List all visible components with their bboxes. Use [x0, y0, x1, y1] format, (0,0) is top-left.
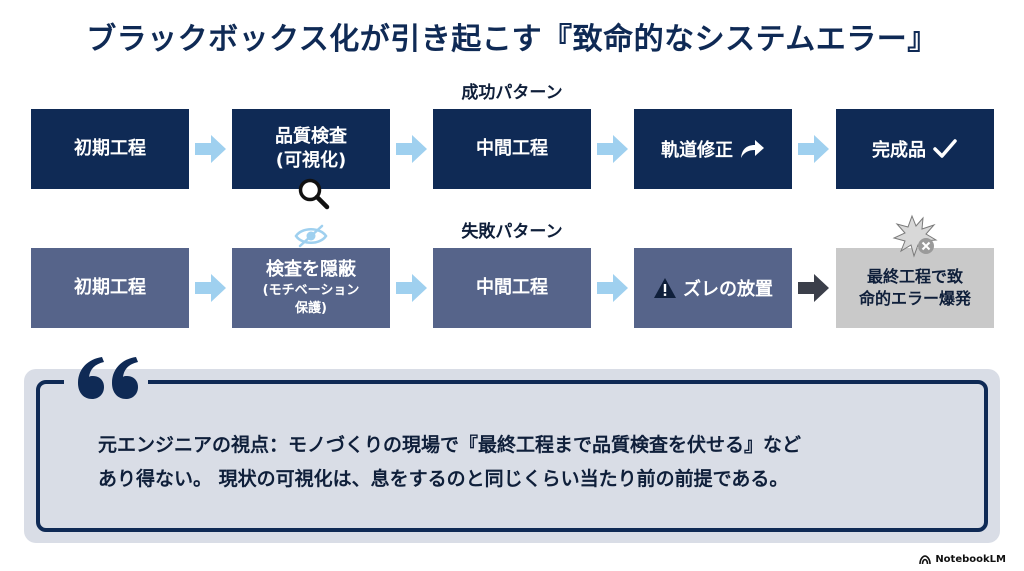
step-label: 検査を隠蔽 — [266, 259, 356, 280]
failure-step-middle: 中間工程 — [433, 248, 591, 328]
step-label: 中間工程 — [476, 277, 548, 298]
flow-arrow-icon — [597, 135, 628, 163]
step-label: ズレの放置 — [683, 279, 773, 300]
success-step-initial: 初期工程 — [31, 109, 189, 189]
curved-arrow-icon — [741, 140, 764, 158]
brand-mark: NotebookLM — [919, 554, 1006, 565]
notebooklm-logo-icon — [919, 554, 932, 564]
quote-mark-icon — [78, 357, 138, 399]
quote-border — [36, 380, 988, 532]
flow-arrow-icon — [798, 135, 829, 163]
step-sublabel: 保護) — [295, 301, 327, 316]
success-step-correction: 軌道修正 — [634, 109, 792, 189]
success-step-finished: 完成品 — [836, 109, 994, 189]
failure-step-neglect: ズレの放置 — [634, 248, 792, 328]
slide-title: ブラックボックス化が引き起こす『致命的なシステムエラー』 — [86, 22, 938, 57]
step-label: 初期工程 — [74, 277, 146, 298]
flow-arrow-icon — [195, 135, 226, 163]
success-step-middle: 中間工程 — [433, 109, 591, 189]
failure-step-hide-inspection: 検査を隠蔽 (モチベーション 保護) — [232, 248, 390, 328]
step-label: 完成品 — [872, 140, 926, 161]
step-sublabel: (モチベーション — [262, 283, 360, 298]
quote-text: 元エンジニアの視点：モノづくりの現場で『最終工程まで品質検査を伏せる』など あり… — [98, 428, 978, 496]
eye-slash-icon — [294, 224, 328, 248]
step-label: 軌道修正 — [661, 140, 733, 161]
explosion-icon — [892, 214, 938, 258]
quote-line: 元エンジニアの視点：モノづくりの現場で『最終工程まで品質検査を伏せる』など — [98, 434, 802, 456]
step-label: 命的エラー爆発 — [858, 289, 971, 308]
failure-step-fatal-error: 最終工程で致 命的エラー爆発 — [836, 248, 994, 328]
brand-label: NotebookLM — [935, 554, 1006, 565]
step-label: 品質検査 — [275, 126, 347, 147]
quote-line: あり得ない。 現状の可視化は、息をするのと同じくらい当たり前の前提である。 — [98, 468, 789, 490]
search-icon — [298, 178, 330, 210]
step-label: 初期工程 — [74, 138, 146, 159]
step-sublabel: (可視化) — [275, 150, 347, 171]
failure-step-initial: 初期工程 — [31, 248, 189, 328]
success-pattern-label: 成功パターン — [461, 83, 563, 103]
step-label: 最終工程で致 — [866, 267, 963, 286]
flow-arrow-icon — [195, 274, 226, 302]
flow-arrow-icon — [396, 274, 427, 302]
checkmark-icon — [933, 139, 957, 158]
failure-pattern-label: 失敗パターン — [461, 222, 563, 242]
warning-icon — [654, 278, 676, 298]
step-label: 中間工程 — [476, 138, 548, 159]
flow-arrow-icon — [597, 274, 628, 302]
quote-panel — [24, 369, 1000, 543]
flow-arrow-dark-icon — [798, 274, 829, 302]
flow-arrow-icon — [396, 135, 427, 163]
success-step-inspection: 品質検査 (可視化) — [232, 109, 390, 189]
